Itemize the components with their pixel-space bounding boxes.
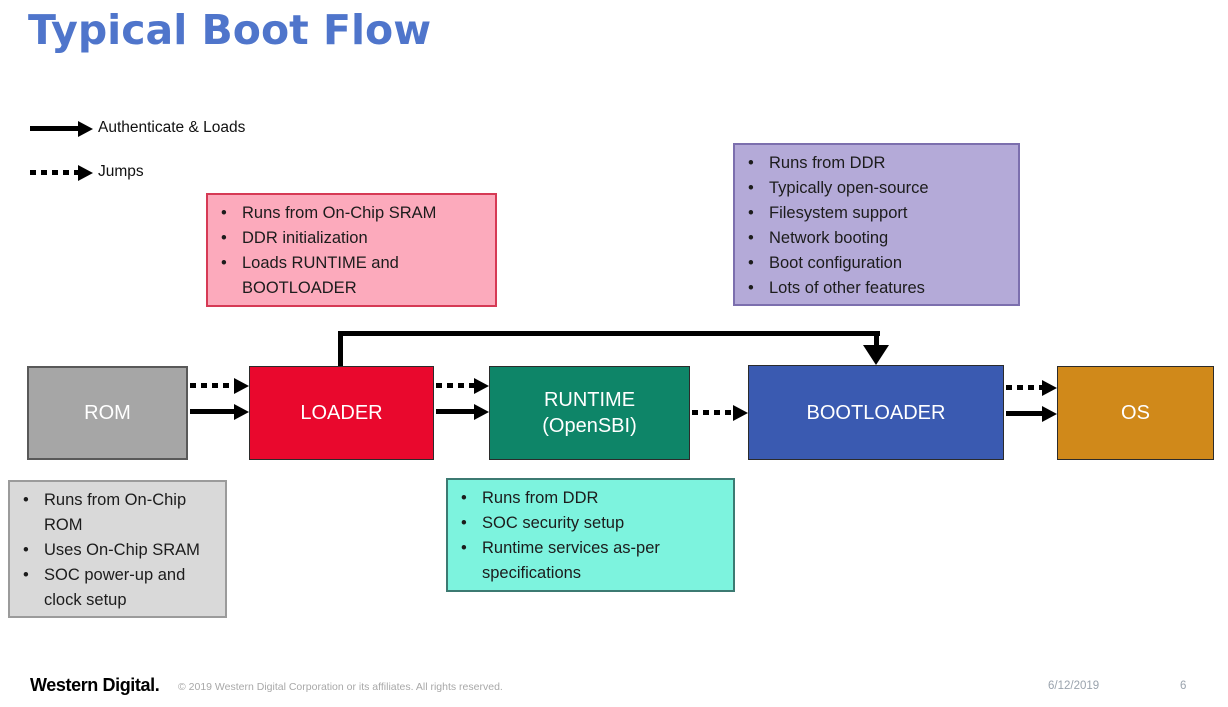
connector-down-segment [874,331,879,346]
connector-loader-up-segment [338,332,343,366]
arrow-loader-runtime-load-line [436,409,476,414]
node-rom: ROM [27,366,188,460]
node-runtime: RUNTIME (OpenSBI) [489,366,690,460]
node-loader-label: LOADER [300,402,383,424]
legend-dotted-arrow-head-icon [78,164,93,181]
bullet-item: SOC security setup [448,511,727,536]
node-loader: LOADER [249,366,434,460]
callout-loader-notes: Runs from On-Chip SRAM DDR initializatio… [206,193,497,307]
western-digital-logo: Western Digital. [30,675,160,695]
bullet-item: Filesystem support [735,201,1012,226]
bullet-item: Runs from DDR [735,151,1012,176]
arrow-rom-loader-jump-head-icon [234,377,249,394]
arrow-runtime-bootloader-jump-head-icon [733,404,748,421]
node-os: OS [1057,366,1214,460]
legend-solid-arrow-line [30,126,78,131]
callout-runtime-notes: Runs from DDR SOC security setup Runtime… [446,478,735,592]
arrow-rom-loader-jump-line [190,383,235,388]
bullet-item: Runs from DDR [448,486,727,511]
bullet-item: Network booting [735,226,1012,251]
arrow-bootloader-os-load-line [1006,411,1043,416]
bullet-item: Runs from On-Chip ROM [10,488,219,538]
arrow-rom-loader-load-head-icon [234,403,249,420]
bullet-item: Typically open-source [735,176,1012,201]
bullet-item: DDR initialization [208,226,489,251]
callout-rom-notes: Runs from On-Chip ROM Uses On-Chip SRAM … [8,480,227,618]
legend-solid-arrow-head-icon [78,120,93,137]
bullet-item: Runs from On-Chip SRAM [208,201,489,226]
legend-dotted-arrow-line [30,170,78,175]
arrow-runtime-bootloader-jump-line [692,410,734,415]
connector-horizontal-segment [338,331,880,336]
page-title: Typical Boot Flow [28,6,432,54]
bullet-item: Uses On-Chip SRAM [10,538,219,563]
node-bootloader: BOOTLOADER [748,365,1004,460]
legend-jumps-label: Jumps [98,163,144,180]
node-bootloader-label: BOOTLOADER [806,401,946,424]
arrow-rom-loader-load-line [190,409,235,414]
node-rom-label: ROM [84,402,131,424]
arrow-loader-runtime-jump-line [436,383,476,388]
bullet-item: Lots of other features [735,276,1012,301]
node-runtime-label: RUNTIME [543,389,636,411]
bullet-item: Runtime services as-per specifications [448,536,727,586]
footer-copyright: © 2019 Western Digital Corporation or it… [178,681,503,693]
bullet-item: SOC power-up and clock setup [10,563,219,613]
legend-authenticate-label: Authenticate & Loads [98,119,246,136]
footer-date: 6/12/2019 [1048,680,1100,692]
arrow-bootloader-os-jump-line [1006,385,1043,390]
callout-bootloader-notes: Runs from DDR Typically open-source File… [733,143,1020,306]
footer-page-number: 6 [1180,680,1187,692]
arrow-loader-runtime-jump-head-icon [474,377,489,394]
arrow-bootloader-os-jump-head-icon [1042,379,1057,396]
connector-down-arrow-head-icon [863,345,889,365]
arrow-bootloader-os-load-head-icon [1042,405,1057,422]
bullet-item: Boot configuration [735,251,1012,276]
node-os-label: OS [1121,402,1150,424]
arrow-loader-runtime-load-head-icon [474,403,489,420]
node-runtime-sublabel: (OpenSBI) [542,415,637,437]
bullet-item: Loads RUNTIME and BOOTLOADER [208,251,489,301]
